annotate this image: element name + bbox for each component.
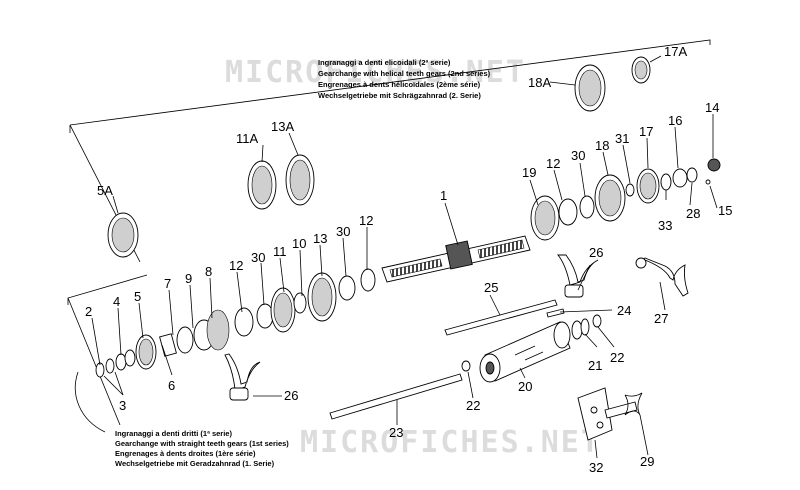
note-straight-en: Gearchange with straight teeth gears (1s… bbox=[115, 439, 289, 448]
label-part-17: 17 bbox=[639, 124, 653, 139]
label-part-30a: 30 bbox=[251, 250, 265, 265]
label-part-1: 1 bbox=[440, 188, 447, 203]
note-straight-it: Ingranaggi a denti dritti (1ª serie) bbox=[115, 429, 232, 438]
part-labels: 1 2 3 4 5 5A 6 7 8 9 10 11 11A 12 12 12 … bbox=[85, 44, 732, 475]
label-part-31: 31 bbox=[615, 131, 629, 146]
selector-rods bbox=[329, 299, 558, 420]
label-part-12a: 12 bbox=[229, 258, 243, 273]
label-part-18A: 18A bbox=[528, 75, 551, 90]
label-part-17A: 17A bbox=[664, 44, 687, 59]
label-part-22b: 22 bbox=[466, 398, 480, 413]
label-part-5: 5 bbox=[134, 289, 141, 304]
label-part-24: 24 bbox=[617, 303, 631, 318]
label-part-6: 6 bbox=[168, 378, 175, 393]
watermark-bottom: MICROFICHES.NET bbox=[300, 425, 601, 460]
label-part-26a: 26 bbox=[589, 245, 603, 260]
lever-assembly bbox=[577, 387, 643, 441]
label-part-25: 25 bbox=[484, 280, 498, 295]
left-gear-cluster bbox=[95, 268, 376, 378]
label-part-14: 14 bbox=[705, 100, 719, 115]
label-part-16: 16 bbox=[668, 113, 682, 128]
label-part-9: 9 bbox=[185, 271, 192, 286]
note-straight: Ingranaggi a denti dritti (1ª serie) Gea… bbox=[115, 429, 289, 468]
note-helical: Ingranaggi a denti elicoidali (2ª serie)… bbox=[318, 58, 491, 100]
label-part-19: 19 bbox=[522, 165, 536, 180]
label-part-2: 2 bbox=[85, 304, 92, 319]
label-part-32: 32 bbox=[589, 460, 603, 475]
label-part-28: 28 bbox=[686, 206, 700, 221]
label-part-10: 10 bbox=[292, 236, 306, 251]
label-part-26b: 26 bbox=[284, 388, 298, 403]
label-part-12b: 12 bbox=[359, 213, 373, 228]
label-part-11: 11 bbox=[273, 244, 287, 259]
label-part-4: 4 bbox=[113, 294, 120, 309]
note-straight-fr: Engrenages à dents droites (1ère série) bbox=[115, 449, 256, 458]
shift-fork-27 bbox=[635, 257, 689, 297]
label-part-18: 18 bbox=[595, 138, 609, 153]
note-helical-en: Gearchange with helical teeth gears (2nd… bbox=[318, 69, 491, 78]
selector-drum bbox=[479, 321, 571, 383]
label-part-29: 29 bbox=[640, 454, 654, 469]
note-helical-fr: Engrenages à dents hélicoïdales (2ème sé… bbox=[318, 80, 481, 89]
label-part-13: 13 bbox=[313, 231, 327, 246]
label-part-5A: 5A bbox=[97, 183, 113, 198]
right-gear-cluster bbox=[530, 158, 721, 241]
label-part-22a: 22 bbox=[610, 350, 624, 365]
helical-gears bbox=[107, 56, 651, 258]
label-part-20: 20 bbox=[518, 379, 532, 394]
label-part-11A: 11A bbox=[236, 131, 258, 146]
drum-washers bbox=[461, 308, 602, 372]
main-shaft bbox=[381, 235, 531, 283]
note-helical-de: Wechselgetriebe mit Schrägzahnrad (2. Se… bbox=[318, 91, 481, 100]
straight-series-frame bbox=[67, 274, 148, 433]
label-part-8: 8 bbox=[205, 264, 212, 279]
label-part-30c: 30 bbox=[571, 148, 585, 163]
label-part-21: 21 bbox=[588, 358, 602, 373]
note-straight-de: Wechselgetriebe mit Geradzahnrad (1. Ser… bbox=[115, 459, 275, 468]
label-part-30b: 30 bbox=[336, 224, 350, 239]
label-part-12c: 12 bbox=[546, 156, 560, 171]
label-part-15: 15 bbox=[718, 203, 732, 218]
label-part-27: 27 bbox=[654, 311, 668, 326]
label-part-13A: 13A bbox=[271, 119, 294, 134]
note-helical-it: Ingranaggi a denti elicoidali (2ª serie) bbox=[318, 58, 451, 67]
shift-forks bbox=[224, 254, 599, 401]
label-part-33: 33 bbox=[658, 218, 672, 233]
leader-lines bbox=[91, 55, 718, 459]
label-part-3: 3 bbox=[119, 398, 126, 413]
label-part-7: 7 bbox=[164, 276, 171, 291]
label-part-23: 23 bbox=[389, 425, 403, 440]
